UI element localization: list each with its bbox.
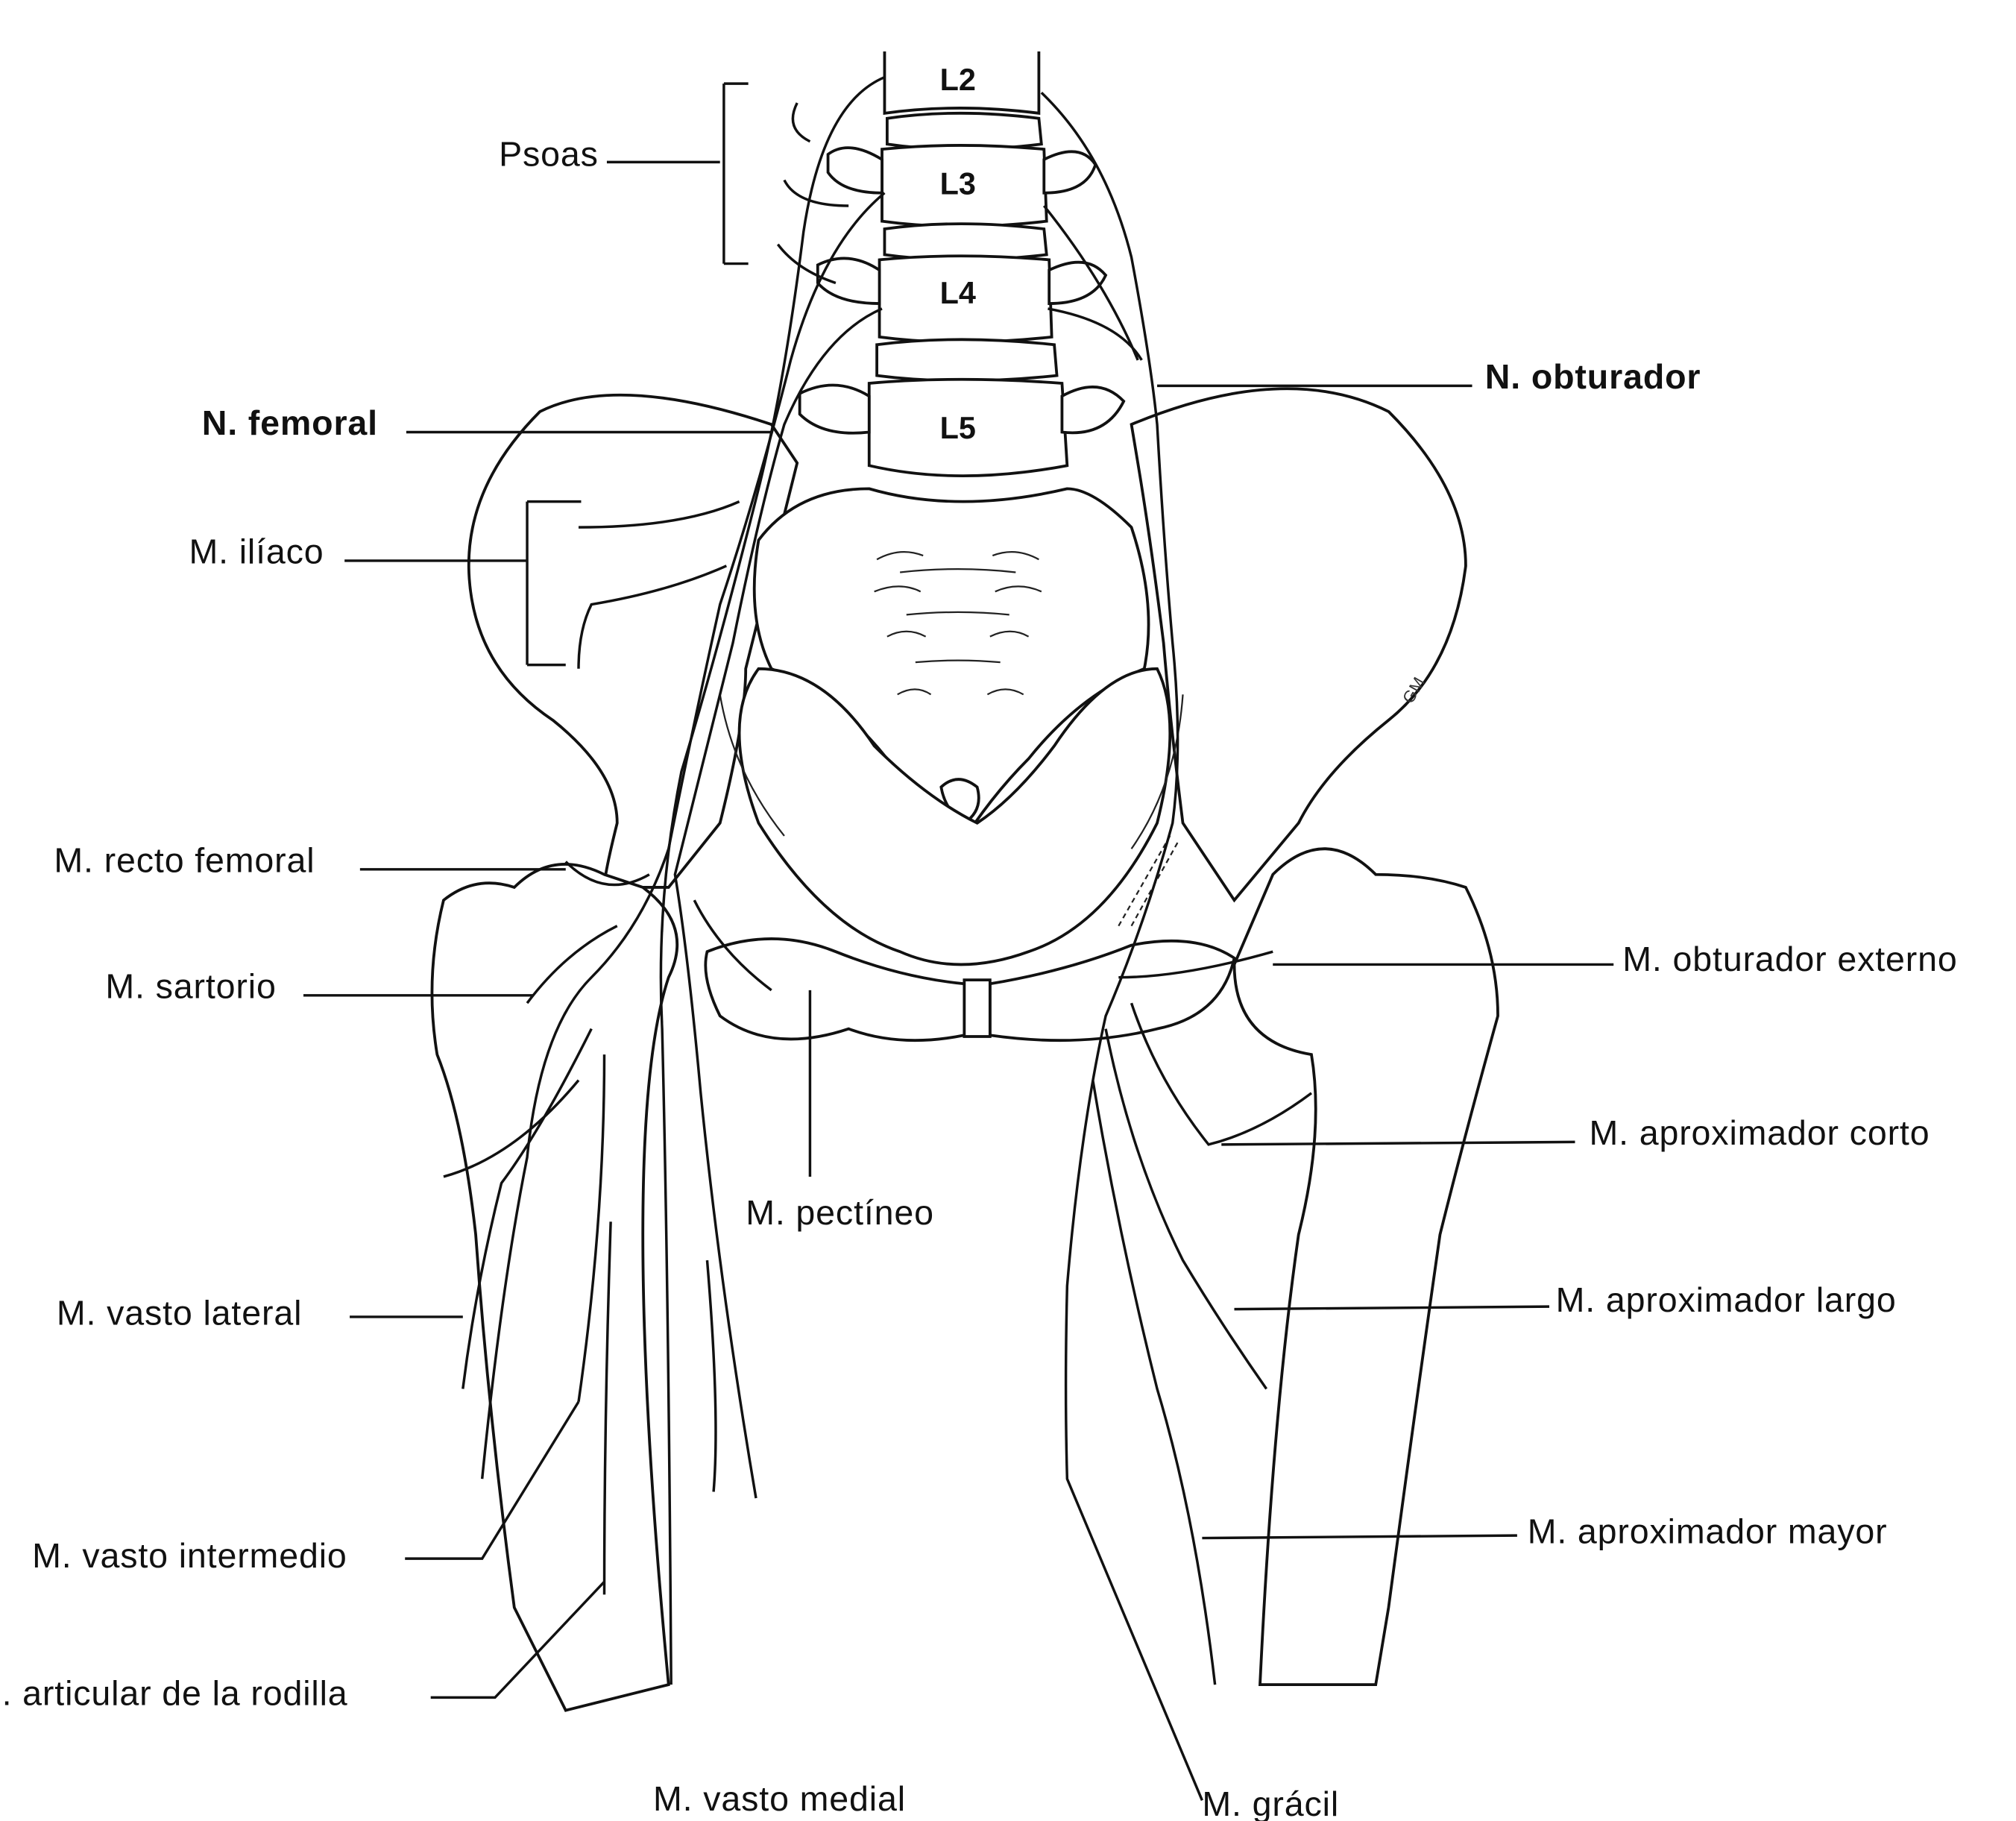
label-m-vasto-medial: M. vasto medial <box>653 1779 906 1818</box>
label-m-obturador-externo: M. obturador externo <box>1622 940 1957 978</box>
vertebra-labels: L2 L3 L4 L5 <box>940 63 976 445</box>
label-m-aproximador-largo: M. aproximador largo <box>1556 1280 1897 1319</box>
leader-lines <box>303 82 1614 1699</box>
label-n-obturador: N. obturador <box>1485 357 1701 396</box>
vertebra-l3: L3 <box>940 166 976 201</box>
label-m-aproximador-corto: M. aproximador corto <box>1589 1113 1930 1152</box>
label-m-vasto-lateral: M. vasto lateral <box>57 1293 302 1332</box>
label-n-femoral: N. femoral <box>202 403 378 442</box>
vertebra-l4: L4 <box>940 276 976 310</box>
pelvis <box>467 387 1467 1042</box>
label-m-pectineo: M. pectíneo <box>746 1193 934 1232</box>
label-n-articular-rodilla: l. articular de la rodilla <box>0 1674 348 1713</box>
label-m-aproximador-mayor: M. aproximador mayor <box>1528 1512 1888 1550</box>
label-m-recto-femoral: M. recto femoral <box>54 840 315 879</box>
label-m-iliaco: M. ilíaco <box>189 532 324 570</box>
nerves <box>443 75 1313 1802</box>
label-m-vasto-intermedio: M. vasto intermedio <box>32 1536 347 1575</box>
vertebra-l5: L5 <box>940 411 976 445</box>
label-m-gracil: M. grácil <box>1202 1784 1339 1821</box>
femurs <box>430 847 1499 1712</box>
label-psoas: Psoas <box>499 135 599 174</box>
vertebra-l2: L2 <box>940 63 976 97</box>
label-m-sartorio: M. sartorio <box>105 966 276 1005</box>
labels: Psoas N. femoral N. obturador M. ilíaco … <box>0 135 1957 1821</box>
lumbar-spine <box>798 51 1126 477</box>
